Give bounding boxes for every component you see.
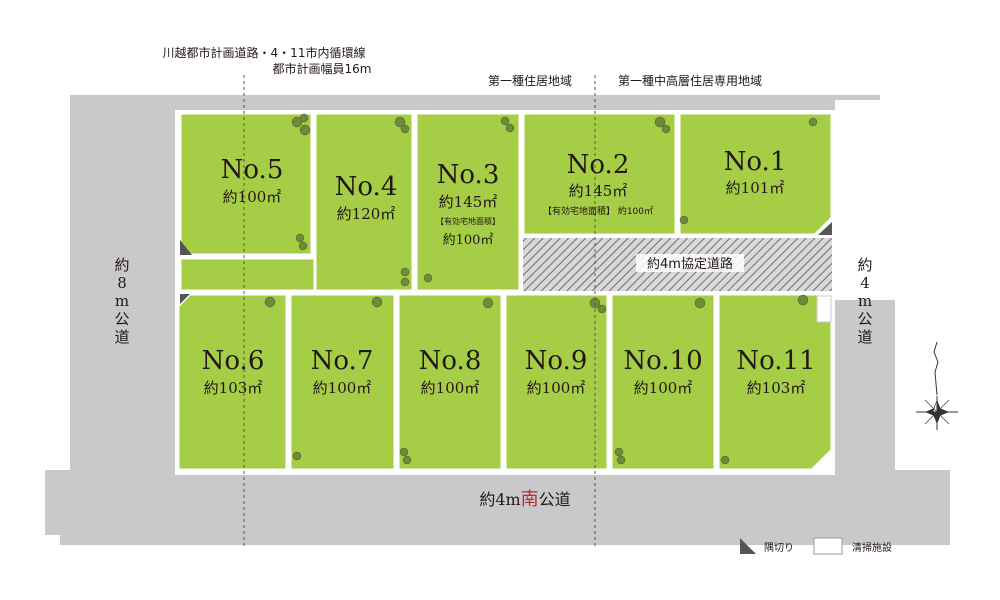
city-road-width-annotation: 都市計画幅員16m	[273, 61, 372, 76]
zone-left-label: 第一種住居地域	[488, 74, 572, 88]
svg-text:No.4: No.4	[335, 172, 398, 202]
svg-text:4: 4	[860, 274, 870, 292]
lot-no11-parcel	[716, 292, 834, 472]
lot-label-no7: No.7 約100㎡	[311, 346, 374, 397]
lot-no8-parcel	[396, 292, 504, 472]
lot-no4-parcel	[313, 111, 415, 293]
lot-label-no3: No.3 約145㎡ 【有効宅地面積】 約100㎡	[436, 160, 500, 248]
trees	[264, 113, 818, 465]
svg-text:8: 8	[117, 274, 127, 292]
svg-text:No.8: No.8	[419, 346, 482, 376]
cleaning-facility-box	[816, 295, 832, 323]
lot-no2-parcel	[521, 111, 678, 237]
svg-text:約100㎡: 約100㎡	[313, 379, 372, 397]
svg-text:No.9: No.9	[525, 346, 588, 376]
svg-text:No.11: No.11	[736, 346, 815, 376]
svg-text:No.5: No.5	[221, 155, 284, 185]
svg-text:約145㎡: 約145㎡	[569, 182, 628, 200]
svg-text:約145㎡: 約145㎡	[439, 193, 498, 211]
private-road-label: 約4m協定道路	[647, 256, 733, 272]
lot-no10-parcel	[609, 292, 717, 472]
svg-text:No.3: No.3	[437, 160, 500, 190]
svg-text:約100㎡: 約100㎡	[634, 379, 693, 397]
svg-text:約103㎡: 約103㎡	[747, 379, 806, 397]
svg-text:約100㎡: 約100㎡	[421, 379, 480, 397]
lot-label-no1: No.1 約101㎡	[724, 147, 787, 197]
lot-label-no6: No.6 約103㎡	[202, 346, 265, 397]
city-road-annotation: 川越都市計画道路・4・11市内循環線	[163, 45, 366, 60]
svg-text:No.10: No.10	[623, 346, 702, 376]
south-road-highlight: 南	[521, 489, 539, 510]
corner-cut-marker	[180, 294, 190, 304]
svg-text:No.1: No.1	[724, 147, 787, 177]
east-road-label: 約 4 m 公 道	[857, 256, 872, 346]
svg-text:m: m	[115, 292, 129, 310]
svg-text:【有効宅地面積】 約100㎡: 【有効宅地面積】 約100㎡	[543, 205, 653, 217]
svg-text:約: 約	[857, 256, 872, 274]
svg-text:約101㎡: 約101㎡	[726, 179, 785, 197]
svg-text:約100㎡: 約100㎡	[527, 379, 586, 397]
lot-no5-parcel	[178, 111, 314, 257]
corner-cut-marker	[180, 240, 192, 255]
svg-text:約100㎡: 約100㎡	[443, 233, 494, 248]
lot-no1-parcel	[677, 111, 834, 237]
lot-no3-parcel	[414, 111, 522, 293]
svg-text:約100㎡: 約100㎡	[223, 188, 282, 206]
west-road-label: 約 8 m 公 道	[114, 256, 129, 346]
lot-label-no2: No.2 約145㎡ 【有効宅地面積】 約100㎡	[543, 150, 653, 217]
svg-text:約103㎡: 約103㎡	[204, 379, 263, 397]
lot-label-no10: No.10 約100㎡	[623, 346, 702, 397]
svg-text:【有効宅地面積】: 【有効宅地面積】	[436, 216, 500, 226]
lot-no7-parcel	[288, 292, 397, 472]
svg-text:No.2: No.2	[567, 150, 630, 180]
svg-text:公: 公	[857, 310, 872, 328]
lot-label-no9: No.9 約100㎡	[525, 346, 588, 397]
corner-cut-legend-icon	[740, 538, 756, 554]
compass-rose-icon	[916, 341, 958, 430]
south-road-suffix: 公道	[539, 490, 571, 509]
zone-right-label: 第一種中高層住居専用地域	[618, 73, 762, 88]
legend: 隅切り 清掃施設	[740, 537, 892, 555]
south-road-prefix: 約4m	[479, 490, 520, 509]
svg-text:m: m	[858, 292, 872, 310]
svg-text:公: 公	[114, 310, 129, 328]
lot-no9-parcel	[503, 292, 610, 472]
svg-text:約120㎡: 約120㎡	[337, 205, 396, 223]
svg-text:道: 道	[857, 328, 872, 346]
cleaning-facility-legend-icon	[813, 537, 843, 555]
south-road-label: 約4m南公道	[479, 489, 570, 510]
svg-text:No.6: No.6	[202, 346, 265, 376]
lot-label-no5: No.5 約100㎡	[221, 155, 284, 206]
private-road-label-bg	[636, 254, 744, 272]
corner-cut-marker	[818, 222, 832, 235]
corner-cut-legend-label: 隅切り	[764, 542, 794, 554]
cleaning-facility-legend-label: 清掃施設	[852, 541, 892, 554]
lot-label-no8: No.8 約100㎡	[419, 346, 482, 397]
svg-text:道: 道	[114, 328, 129, 346]
svg-text:約: 約	[114, 256, 129, 274]
lot-label-no11: No.11 約103㎡	[736, 346, 815, 397]
lot-label-no4: No.4 約120㎡	[335, 172, 398, 223]
svg-text:No.7: No.7	[311, 346, 374, 376]
